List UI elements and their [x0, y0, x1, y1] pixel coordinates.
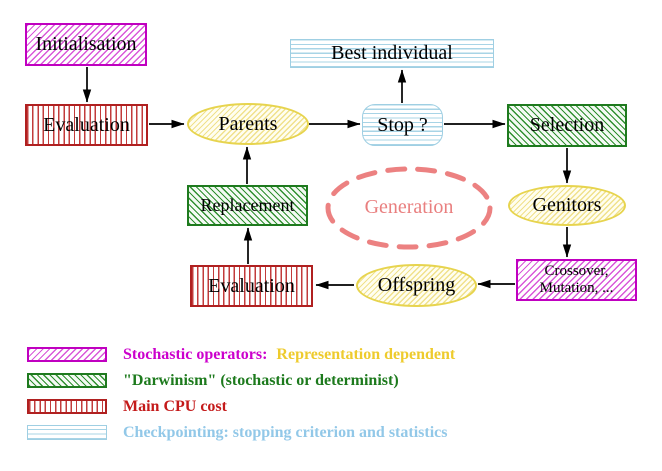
node-stop: Stop ? [362, 104, 443, 146]
node-evaluation-bottom-label: Evaluation [208, 274, 295, 297]
node-replacement: Replacement [187, 185, 308, 226]
generation-label: Generation [364, 196, 454, 218]
node-stop-label: Stop ? [377, 113, 428, 136]
legend-swatch-darwinism [27, 373, 107, 388]
node-selection-label: Selection [529, 114, 605, 136]
node-evaluation-bottom: Evaluation [190, 265, 313, 307]
legend-label-main-cpu-cost: Main CPU cost [123, 398, 227, 415]
legend-swatch-stochastic-operators [27, 347, 107, 362]
node-evaluation-top: Evaluation [25, 104, 148, 146]
node-replacement-label: Replacement [200, 195, 295, 216]
node-genitors-label: Genitors [532, 194, 602, 216]
node-offspring-label: Offspring [377, 274, 456, 296]
node-crossover-line1: Crossover, [544, 263, 609, 279]
legend-text-stochastic: Stochastic operators: [123, 346, 268, 363]
legend-label-checkpointing: Checkpointing: stopping criterion and st… [123, 424, 448, 441]
node-evaluation-top-label: Evaluation [43, 113, 130, 136]
legend-swatch-checkpointing [27, 425, 107, 440]
legend-label-stochastic-operators: Stochastic operators: Representation depe… [123, 345, 455, 365]
node-parents-label: Parents [218, 112, 278, 135]
node-best-individual-label: Best individual [331, 42, 453, 64]
node-offspring: Offspring [356, 264, 477, 307]
legend-swatch-main-cpu-cost [27, 399, 107, 414]
node-initialisation: Initialisation [25, 23, 147, 66]
legend-text-representation: Representation dependent [276, 346, 456, 363]
node-crossover-mutation: Crossover, Mutation, ... [516, 259, 637, 301]
node-parents: Parents [187, 103, 309, 145]
node-selection: Selection [507, 104, 627, 147]
node-best-individual: Best individual [290, 39, 494, 68]
node-initialisation-label: Initialisation [35, 33, 137, 55]
legend-label-darwinism: "Darwinism" (stochastic or determinist) [123, 372, 399, 389]
node-crossover-line2: Mutation, ... [539, 280, 614, 296]
node-genitors: Genitors [508, 185, 626, 226]
